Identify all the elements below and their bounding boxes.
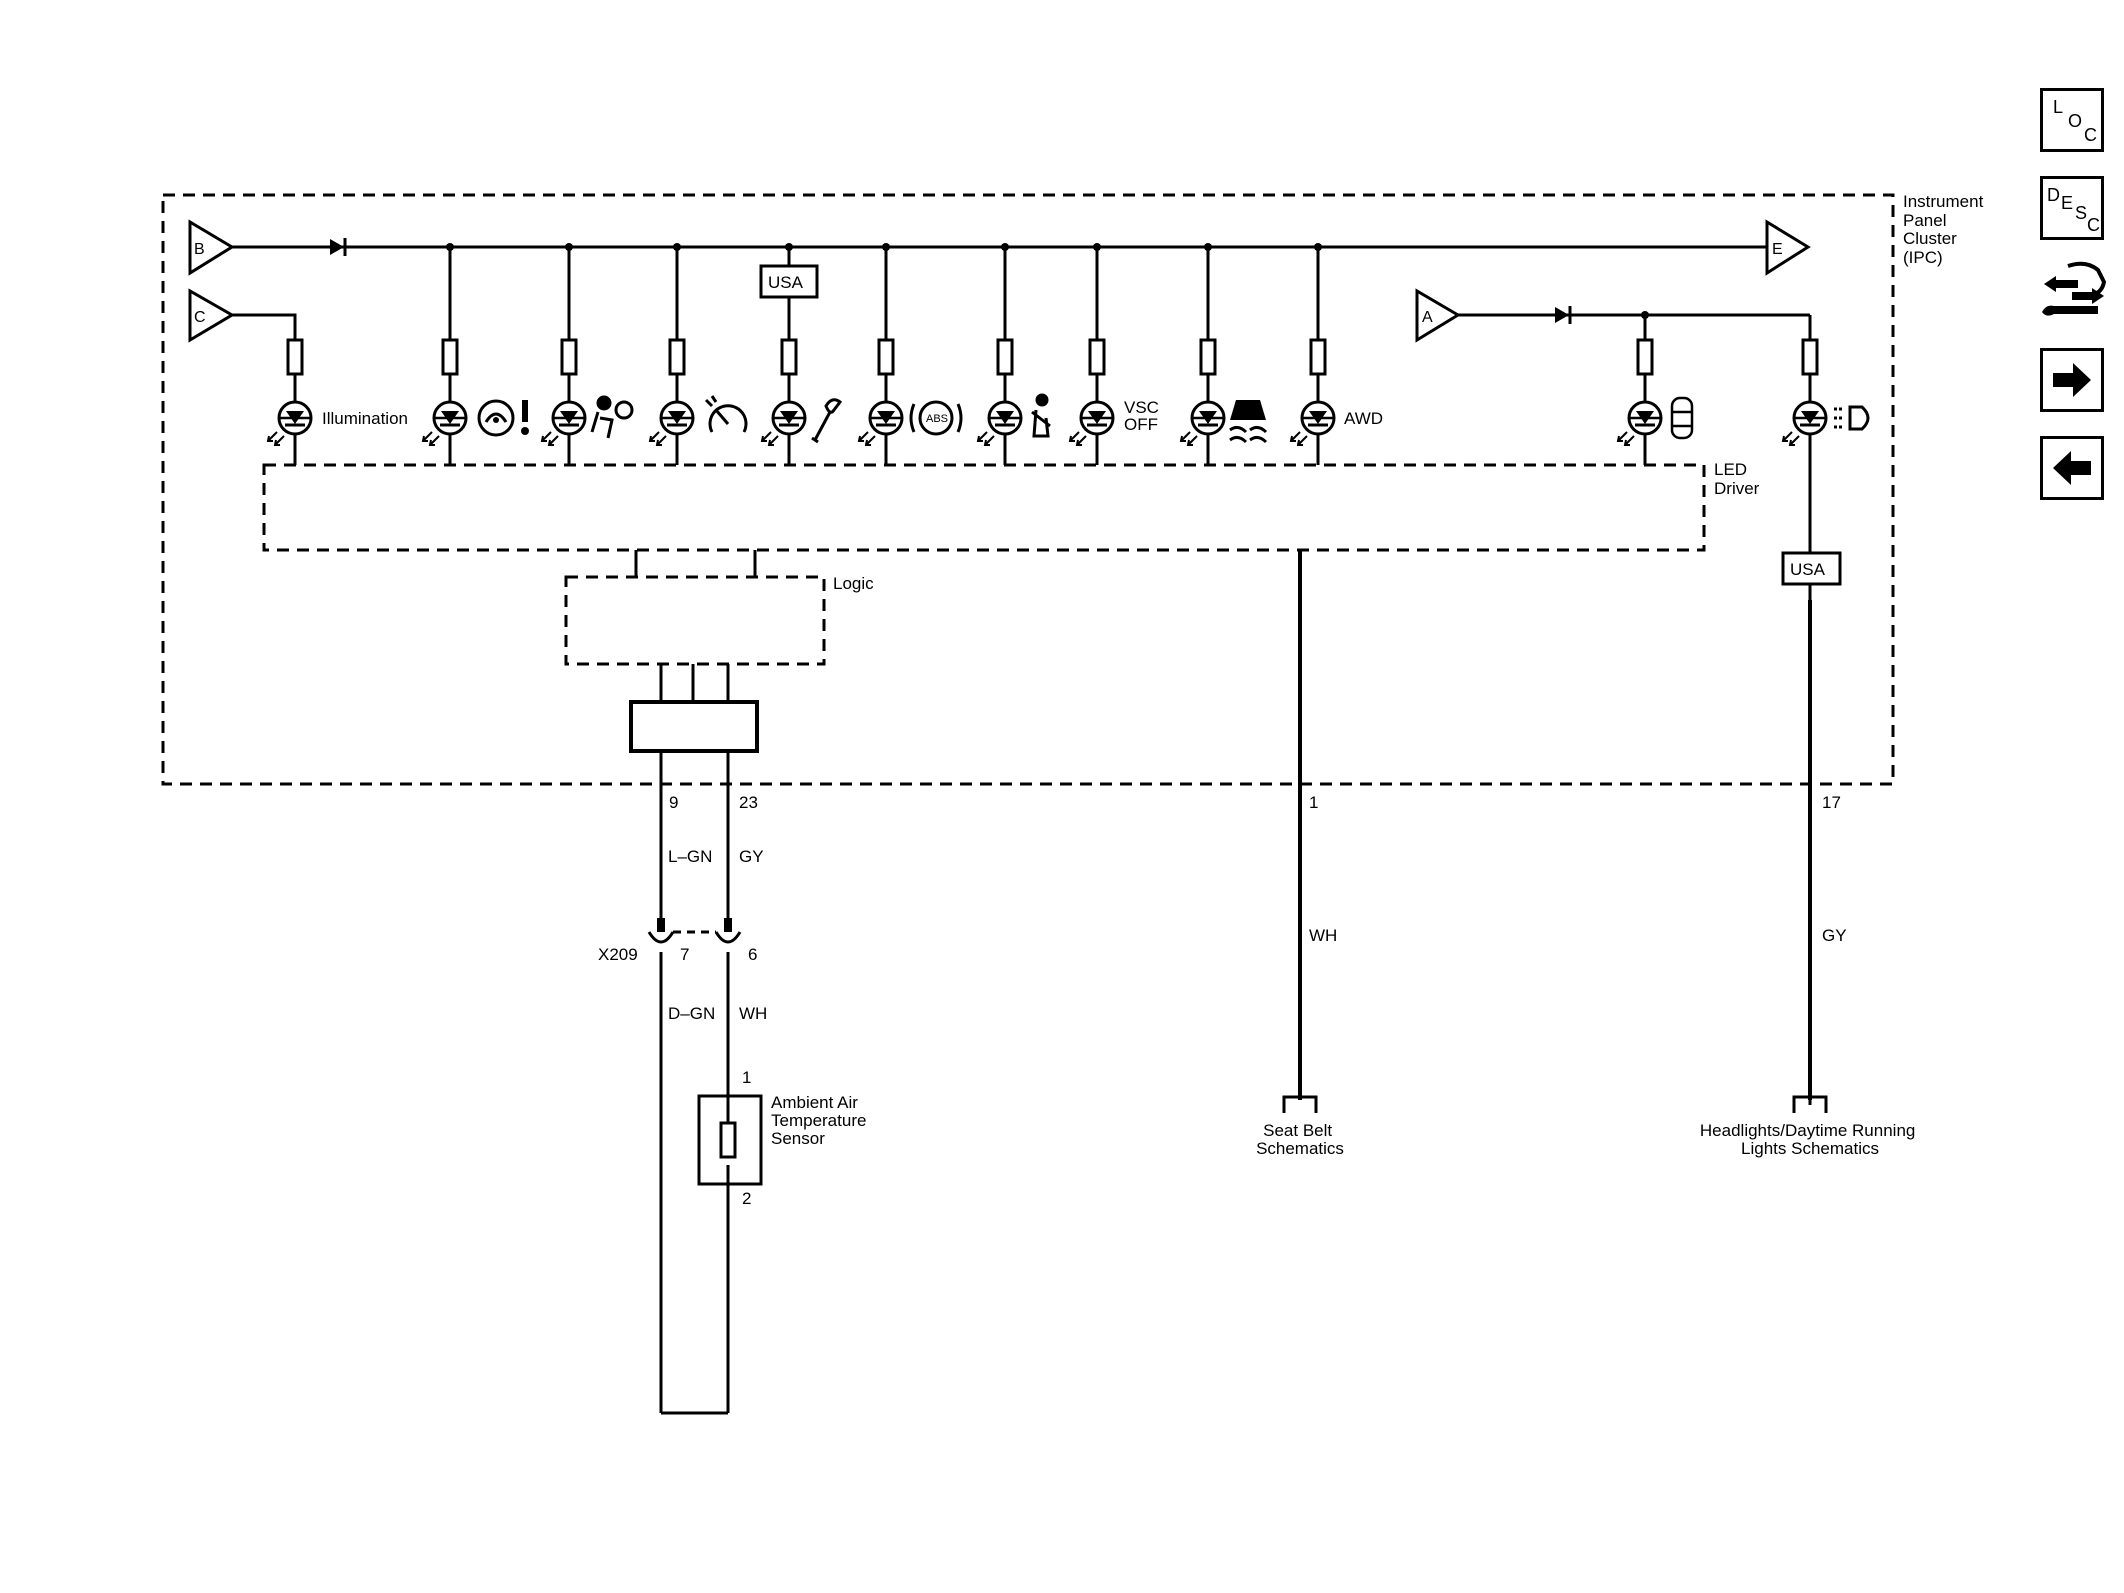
- led-abs: [857, 400, 904, 447]
- svg-text:X209: X209: [598, 945, 638, 964]
- svg-text:C: C: [194, 309, 206, 326]
- led-vsc-off: [1068, 400, 1115, 447]
- c-branch-wire: [232, 313, 297, 465]
- wrench-service-icon: [811, 398, 843, 444]
- previous-page-button[interactable]: [2040, 436, 2104, 500]
- traction-control-icon: [1229, 400, 1268, 444]
- led-driver-label: LED Driver: [1714, 460, 1760, 498]
- sensor-circuit-wires: [659, 751, 730, 1415]
- headlights-schematics-ref[interactable]: Headlights/Daytime Running Lights Schema…: [1700, 1095, 1920, 1158]
- connector-b: B: [188, 219, 235, 276]
- usa-badge-top: USA: [759, 264, 819, 299]
- pin-23: 23: [739, 793, 758, 812]
- cruise-speedometer-icon: [704, 395, 748, 433]
- svg-text:Ambient Air Temperature: Ambient Air Temperature Sensor: [771, 1093, 871, 1148]
- sensor-interface-block: [629, 700, 759, 753]
- arrow-right-icon: [2053, 363, 2091, 397]
- svg-text:1: 1: [742, 1068, 751, 1087]
- vsc-off-label: VSC OFF: [1124, 398, 1164, 434]
- diode-a: [1555, 306, 1572, 324]
- ipc-label-1: Instrument: [1903, 192, 1984, 211]
- resistors: [286, 338, 1819, 376]
- illumination-label: Illumination: [322, 409, 408, 428]
- svg-text:E: E: [1772, 241, 1783, 258]
- wire-color-gy-2: GY: [1822, 926, 1847, 945]
- steering-warning-icon: [477, 399, 529, 437]
- ipc-label-2: Panel: [1903, 211, 1946, 230]
- svg-text:A: A: [1422, 309, 1433, 326]
- driver-logic-links: [634, 550, 757, 576]
- led-service: [760, 400, 807, 447]
- wire-color-gy-1: GY: [739, 847, 764, 866]
- ipc-module-border: [161, 193, 1895, 786]
- connector-c: C: [188, 288, 235, 343]
- led-airbag: [540, 400, 587, 447]
- svg-text:B: B: [194, 241, 205, 258]
- wire-color-lgn: L–GN: [668, 847, 712, 866]
- loc-button[interactable]: L O C: [2040, 88, 2104, 152]
- awd-label: AWD: [1344, 409, 1383, 428]
- led-headlight: [1781, 400, 1828, 447]
- svg-text:7: 7: [680, 945, 689, 964]
- led-illumination: [266, 400, 313, 447]
- wire-color-wh-2: WH: [739, 1004, 767, 1023]
- led-awd: [1289, 400, 1336, 447]
- seat-belt-schematics-ref[interactable]: Seat Belt Schematics: [1256, 1095, 1344, 1158]
- svg-text:Headlights/Daytime Running: Headlights/Daytime Running Lights Schema…: [1700, 1121, 1920, 1158]
- bus-junctions: [446, 243, 1649, 319]
- wire-color-wh-1: WH: [1309, 926, 1337, 945]
- svg-text:Seat Belt Schematics: Seat Belt Schematics: [1256, 1121, 1344, 1158]
- svg-text:Instrument Panel Clust: Instrument Panel Cluster (IPC): [1903, 192, 1988, 267]
- pin-1: 1: [1309, 793, 1318, 812]
- logic-label: Logic: [833, 574, 874, 593]
- wire-color-dgn: D–GN: [668, 1004, 715, 1023]
- airbag-icon: [590, 395, 634, 439]
- seatbelt-icon: [1031, 393, 1051, 438]
- connector-e: E: [1765, 219, 1811, 276]
- svg-text:USA: USA: [1790, 560, 1826, 579]
- connector-tools-button[interactable]: [2038, 256, 2110, 328]
- next-page-button[interactable]: [2040, 348, 2104, 412]
- led-cruise: [648, 400, 695, 447]
- connector-x209: X209 7 6: [598, 918, 757, 964]
- pin-17: 17: [1822, 793, 1841, 812]
- connector-tools-icon: [2042, 261, 2107, 316]
- logic-block: [564, 575, 826, 666]
- ambient-air-temperature-sensor: 1 2 Ambient Air Temperature Sensor: [697, 1068, 871, 1208]
- headlight-icon: [1834, 405, 1870, 431]
- desc-button[interactable]: D E S C: [2040, 176, 2104, 240]
- led-traction: [1179, 400, 1226, 447]
- led-steering: [421, 400, 468, 447]
- led-seatbelt: [976, 400, 1023, 447]
- connector-a: A: [1415, 288, 1461, 343]
- abs-icon: ABS: [909, 400, 963, 436]
- svg-text:ABS: ABS: [926, 413, 948, 425]
- svg-text:USA: USA: [768, 273, 804, 292]
- led-door: [1616, 400, 1663, 447]
- ipc-label-3: Cluster: [1903, 229, 1957, 248]
- svg-text:2: 2: [742, 1189, 751, 1208]
- pin-9: 9: [669, 793, 678, 812]
- logic-interface-links: [659, 664, 730, 702]
- diode-b: [330, 238, 347, 256]
- door-ajar-icon: [1670, 396, 1694, 440]
- indicator-drops: [293, 247, 1812, 1105]
- arrow-left-icon: [2053, 451, 2091, 485]
- usa-badge-right: USA: [1781, 551, 1842, 586]
- svg-text:6: 6: [748, 945, 757, 964]
- ipc-label-4: (IPC): [1903, 248, 1943, 267]
- led-driver-block: [262, 463, 1706, 552]
